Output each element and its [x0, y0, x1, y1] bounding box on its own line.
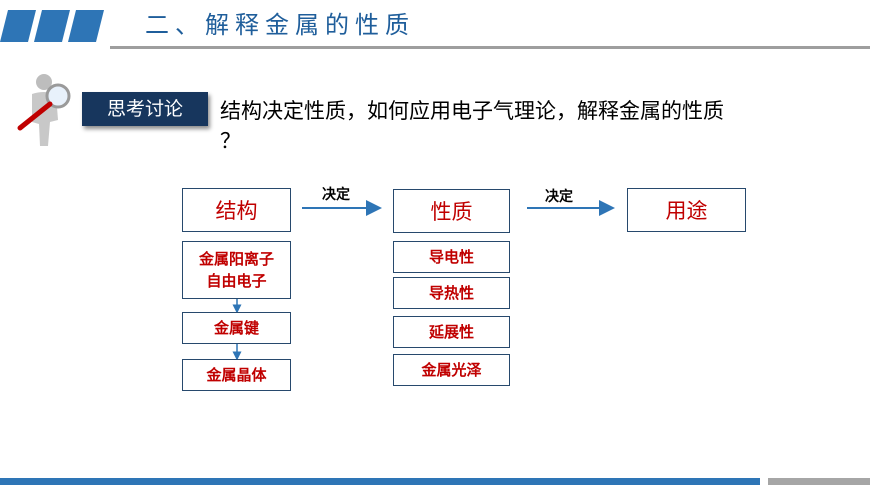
question-line-2: ？ [220, 129, 241, 153]
metal-cation-label: 金属阳离子 [198, 250, 274, 268]
question-line-1: 结构决定性质，如何应用电子气理论，解释金属的性质 [220, 99, 724, 123]
free-electron-label: 自由电子 [206, 272, 267, 290]
conductivity-box: 导电性 [393, 241, 510, 273]
footer-bar-blue [0, 478, 760, 485]
arrow-label-determine-2: 决定 [545, 189, 573, 205]
metallic-luster-box: 金属光泽 [393, 354, 510, 386]
think-discuss-badge: 思考讨论 [82, 92, 208, 126]
magnifier-figure-icon [17, 74, 71, 146]
thermal-conductivity-box: 导热性 [393, 277, 510, 309]
page-title: 二、解释金属的性质 [145, 11, 415, 39]
metallic-bond-box: 金属键 [182, 312, 291, 344]
usage-box: 用途 [627, 188, 746, 232]
property-box: 性质 [393, 189, 510, 233]
arrow-label-determine-1: 决定 [322, 187, 350, 203]
header-stripes-decoration [0, 10, 104, 42]
metal-crystal-box: 金属晶体 [182, 359, 291, 391]
metal-cation-electron-box: 金属阳离子 自由电子 [182, 241, 291, 299]
footer-bar-grey [768, 478, 870, 485]
discussion-question: 结构决定性质，如何应用电子气理论，解释金属的性质 ？ [220, 96, 850, 156]
ductility-box: 延展性 [393, 316, 510, 348]
structure-box: 结构 [182, 188, 291, 232]
header-divider [110, 46, 870, 49]
